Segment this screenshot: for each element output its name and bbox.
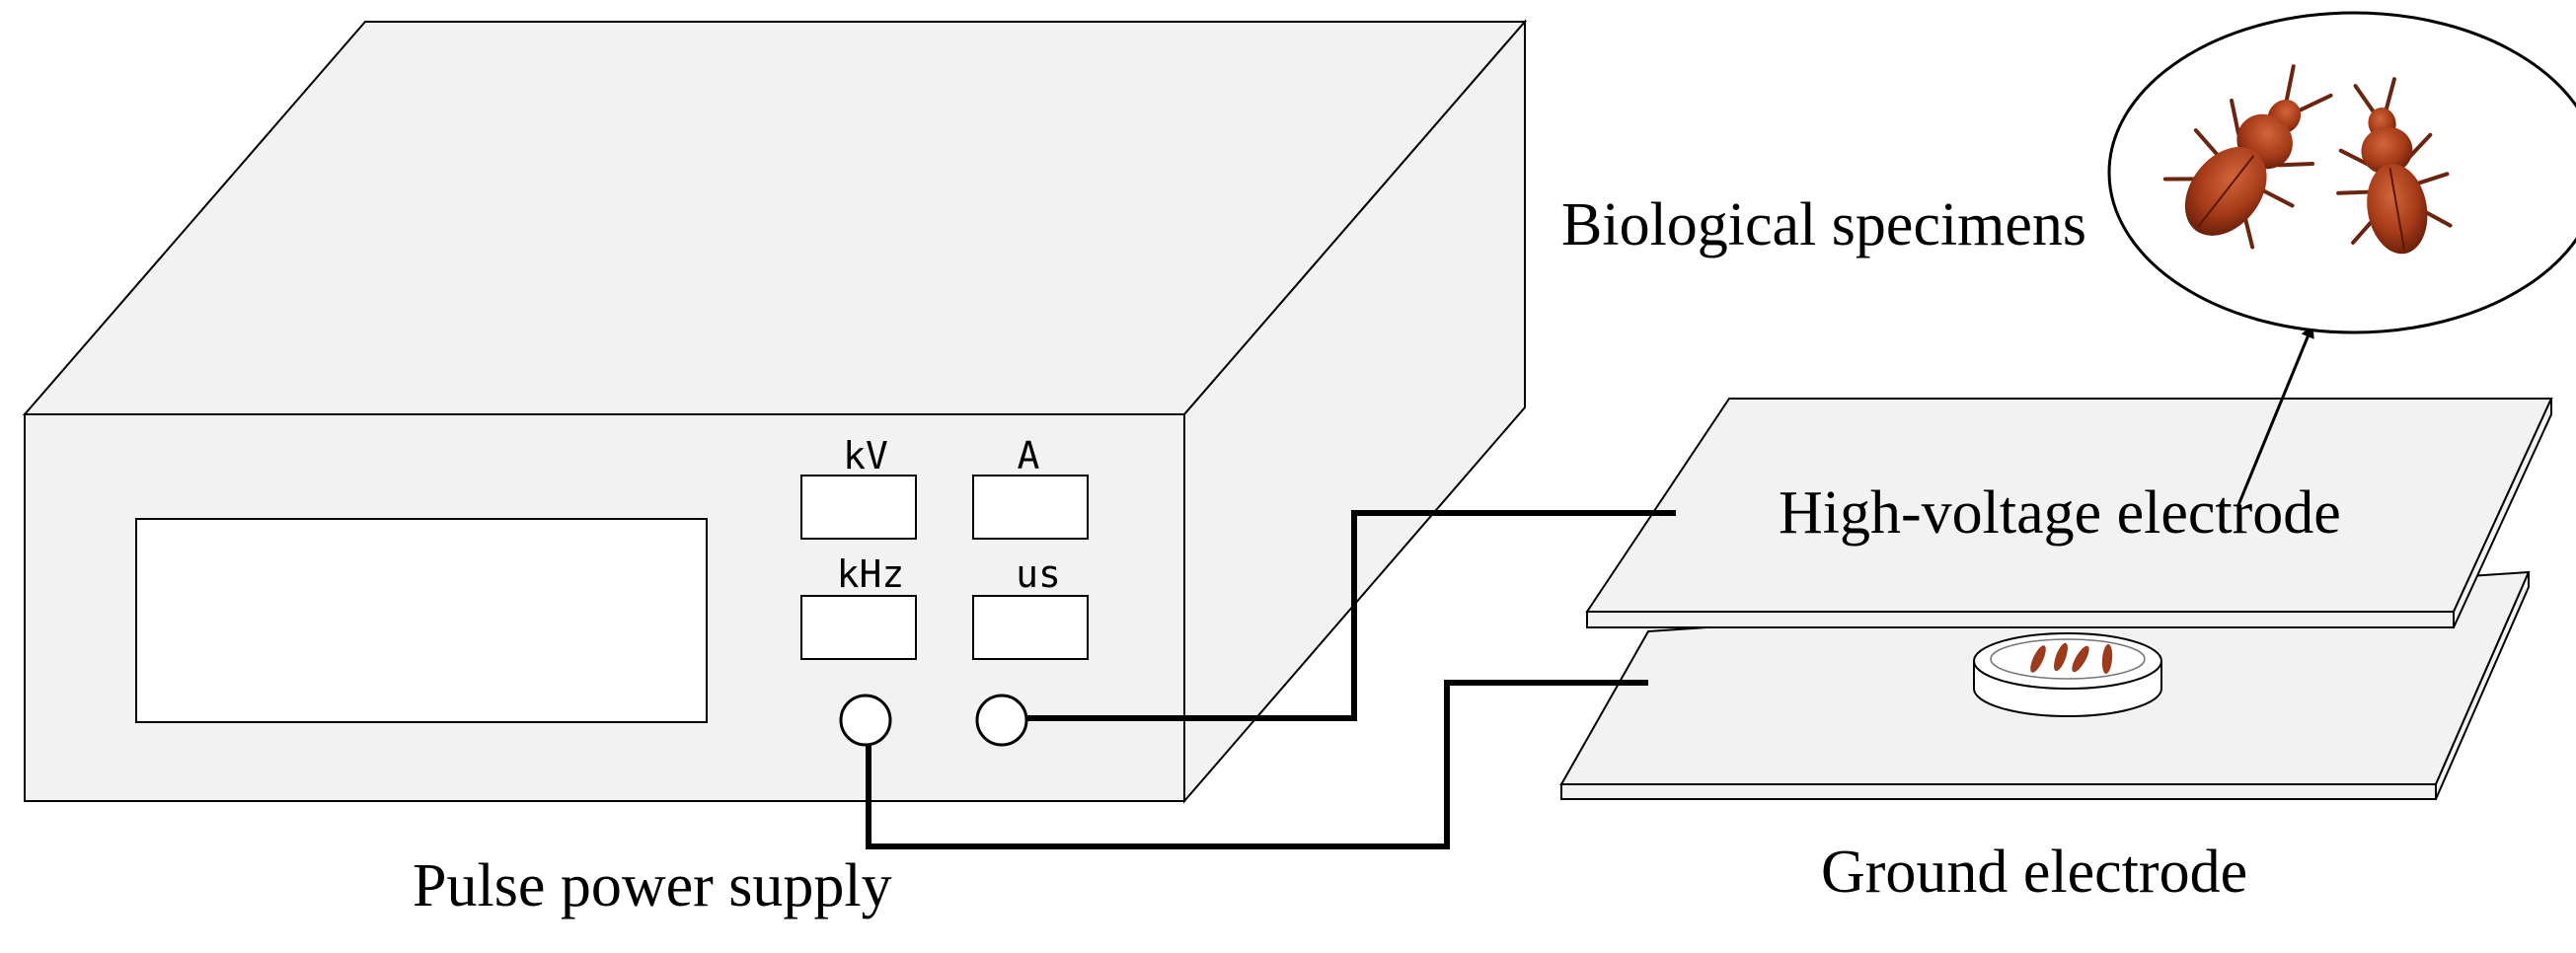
specimens-in-dish [2030, 642, 2113, 674]
high-voltage-wire [1026, 510, 1676, 721]
pulse-power-supply [22, 19, 1528, 804]
beetle-specimen-1 [2162, 64, 2333, 250]
frequency-meter [800, 595, 917, 660]
wiring [866, 510, 1676, 849]
specimen-callout-arrow [2236, 324, 2314, 506]
high-voltage-output-terminal [975, 694, 1028, 747]
a-label: A [1018, 434, 1040, 477]
khz-label: kHz [837, 552, 905, 596]
petri-dish [1973, 632, 2162, 717]
voltage-meter [800, 475, 917, 540]
pulse-width-meter [972, 595, 1089, 660]
ground-electrode-side-edge [2435, 571, 2530, 800]
kv-label: kV [843, 434, 888, 477]
ground-electrode-label: Ground electrode [1821, 839, 2247, 906]
high-voltage-electrode-front-edge [1586, 611, 2455, 628]
beetle-specimen-2 [2336, 77, 2453, 255]
biological-specimens-label: Biological specimens [1561, 191, 2086, 258]
high-voltage-electrode-label: High-voltage electrode [1779, 479, 2341, 547]
specimen-callout-ellipse [2107, 11, 2576, 334]
current-meter [972, 475, 1089, 540]
us-label: us [1016, 552, 1061, 596]
ground-electrode-front-edge [1560, 783, 2437, 800]
high-voltage-electrode [1585, 398, 2553, 628]
pulse-power-supply-label: Pulse power supply [413, 852, 892, 919]
high-voltage-electrode-side-edge [2453, 398, 2552, 628]
ground-output-terminal [839, 694, 892, 747]
ground-wire [866, 680, 1648, 849]
display-screen [135, 518, 708, 723]
